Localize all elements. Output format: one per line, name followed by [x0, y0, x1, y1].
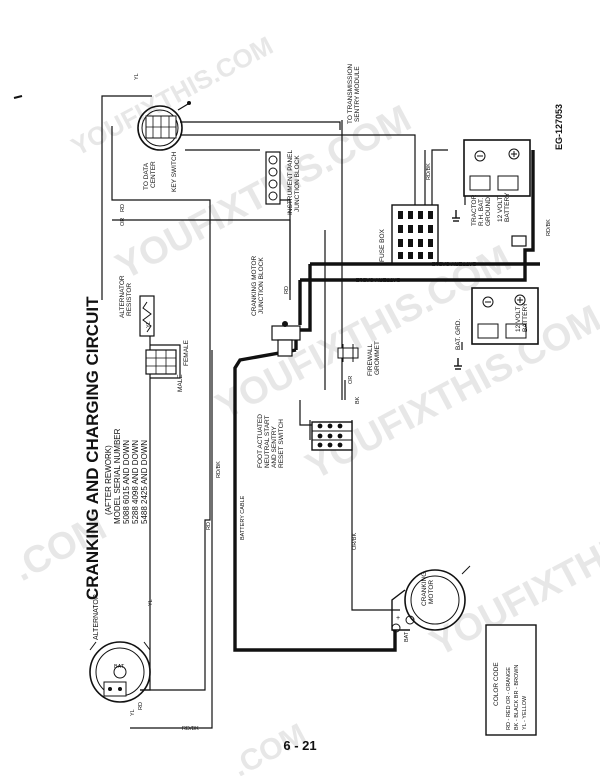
wire-label-rd-bk: RD/BK — [216, 461, 222, 478]
wire-label-or: OR — [120, 218, 126, 226]
cranking-motor — [391, 565, 471, 633]
wire-label-yl: YL — [146, 321, 152, 328]
diagram-title: CRANKING AND CHARGING CIRCUIT — [83, 296, 102, 600]
wire-label-bk: BK — [355, 396, 361, 404]
wire-label-or-bk: OR/BK — [352, 533, 358, 550]
label-foot-switch: FOOT ACTUATED — [257, 414, 264, 468]
wire-label-or: OR — [348, 376, 354, 384]
label-tractor-ground: R.H. BAT. — [478, 198, 485, 226]
label-cranking-motor: CRANKING — [421, 572, 428, 606]
color-code-line: YL - YELLOW — [522, 695, 528, 730]
label-firewall-grommet: FIREWALL — [367, 343, 374, 376]
battery-cables — [233, 150, 540, 652]
label-instrument-panel: JUNCTION BLOCK — [294, 155, 301, 212]
label-battery-top: BATTERY — [504, 192, 511, 222]
label-female: FEMALE — [183, 339, 190, 366]
wire-label-yl: YL — [130, 709, 136, 716]
models-header: MODEL SERIAL NUMBER — [113, 428, 122, 524]
models-row: 5488 2425 AND DOWN — [140, 440, 149, 524]
models-row: 5288 4098 AND DOWN — [131, 440, 140, 524]
wire-label-rd-bk: RD/BK — [546, 219, 552, 236]
label-battery-cable: BATTERY CABLE — [355, 276, 400, 282]
wire-label-bat: BAT — [404, 631, 410, 642]
label-to-transmission: TO TRANSMISSION — [347, 64, 354, 124]
thin-wires — [101, 95, 466, 729]
label-alternator-resistor: ALTERNATOR — [119, 275, 126, 318]
label-male: MALE — [177, 374, 184, 392]
instrument-panel-junction-block — [265, 151, 281, 205]
color-code-legend — [485, 624, 537, 736]
ref-code: EG-127053 — [554, 104, 564, 150]
fuse-box — [391, 204, 439, 264]
alternator — [89, 641, 151, 703]
label-to-transmission: SENTRY MODULE — [354, 66, 361, 122]
label-alternator-resistor: RESISTOR — [126, 283, 133, 316]
models-row: 5088 6015 AND DOWN — [122, 440, 131, 524]
wire-label-rd: RD — [284, 286, 290, 294]
label-data-center: TO DATA — [143, 162, 150, 190]
label-cranking-motor: MOTOR — [428, 580, 435, 604]
label-battery-bottom: BATTERY — [522, 302, 529, 332]
color-code-line: BK - BLACK BR - BROWN — [514, 665, 520, 730]
wire-label-pos: + — [396, 615, 400, 622]
ground-symbols — [452, 210, 462, 370]
label-firewall-grommet: GROMMET — [374, 341, 381, 375]
inline-fuse — [511, 235, 527, 247]
label-alternator: ALTERNATOR — [93, 594, 100, 640]
models-heading: (AFTER REWORK) — [104, 445, 113, 515]
battery-12v-bottom — [471, 287, 539, 345]
wire-label-bat: BAT — [114, 664, 125, 670]
label-bat-grd: BAT. GRD. — [455, 319, 462, 350]
label-battery-bottom: 12 VOLT — [515, 306, 522, 332]
wire-label-rd-bk: RD/BK — [182, 726, 199, 732]
label-battery-top: 12 VOLT — [497, 196, 504, 222]
page-number: 6 - 21 — [283, 738, 317, 753]
label-fuse-box: FUSE BOX — [379, 228, 386, 262]
wire-label-rd: RD — [120, 204, 126, 212]
label-instrument-panel: INSTRUMENT PANEL — [287, 149, 294, 215]
key-switch — [137, 101, 191, 151]
color-code-line: RD - RED OR - ORANGE — [506, 667, 512, 730]
labels: CRANKING AND CHARGING CIRCUIT (AFTER REW… — [83, 64, 564, 732]
label-key-switch: KEY SWITCH — [171, 151, 178, 192]
label-battery-cable: BATTERY CABLE — [431, 260, 476, 266]
label-foot-switch: AND SENTRY — [271, 426, 278, 468]
firewall-grommet — [337, 344, 359, 362]
label-cranking-motor-junction: CRANKING MOTOR — [251, 256, 258, 316]
foot-actuated-switch — [311, 421, 353, 451]
scan-mark — [13, 95, 23, 99]
wire-label-rd: RD — [138, 702, 144, 710]
label-data-center: CENTER — [150, 161, 157, 188]
wire-label-yl: YL — [134, 73, 140, 80]
label-battery-cable: BATTERY CABLE — [240, 495, 246, 540]
label-foot-switch: RESET SWITCH — [278, 419, 285, 468]
label-tractor-ground: GROUND — [485, 197, 492, 226]
alternator-resistor — [139, 295, 155, 337]
label-foot-switch: NEUTRAL START — [264, 415, 271, 468]
label-tractor-ground: TRACTOR — [471, 194, 478, 226]
wire-label-rd: RD — [206, 522, 212, 530]
color-code-title: COLOR CODE — [493, 662, 500, 706]
cranking-motor-junction-block — [271, 321, 301, 357]
wire-label-rd-bk: RD/BK — [426, 163, 432, 180]
battery-12v-top — [463, 139, 531, 197]
harness-connector — [145, 349, 177, 375]
wire-label-yl: YL — [148, 599, 154, 606]
label-cranking-motor-junction: JUNCTION BLOCK — [258, 257, 265, 314]
